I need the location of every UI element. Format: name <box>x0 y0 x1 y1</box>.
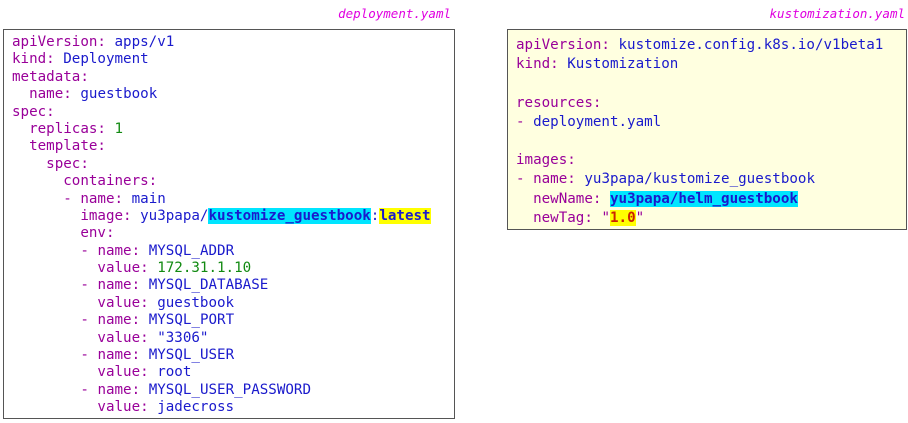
env-item-value-line: value: guestbook <box>12 295 454 312</box>
highlighted-image-name: kustomize_guestbook <box>208 207 371 224</box>
yaml-line-env: env: <box>12 225 454 242</box>
yaml-blank-line <box>516 74 906 93</box>
env-item-name-line: - name: MYSQL_DATABASE <box>80 277 269 294</box>
deployment-yaml-panel: apiVersion: apps/v1 kind: Deployment met… <box>3 29 455 419</box>
yaml-key: name: <box>80 190 124 207</box>
yaml-key: name: <box>97 277 141 294</box>
yaml-key: kind: <box>516 56 559 73</box>
yaml-key: template: <box>29 138 106 155</box>
yaml-line-images: images: <box>516 151 906 170</box>
yaml-line-image-name: - name: yu3papa/kustomize_guestbook <box>516 171 815 188</box>
env-item-value-line: value: 172.31.1.10 <box>12 260 454 277</box>
env-list: - name: MYSQL_ADDR value: 172.31.1.10 - … <box>12 243 454 417</box>
yaml-value: guestbook <box>80 86 158 103</box>
highlighted-new-tag: 1.0 <box>609 209 636 226</box>
yaml-key: newTag: <box>533 209 593 226</box>
yaml-value: yu3papa/kustomize_guestbook <box>584 171 815 188</box>
env-value: jadecross <box>157 399 235 416</box>
yaml-number: 1 <box>114 120 124 137</box>
yaml-line-kind: kind: Deployment <box>12 51 454 68</box>
env-item-value-line: value: jadecross <box>12 399 454 416</box>
yaml-key: replicas: <box>29 120 106 137</box>
quote-open: " <box>601 209 610 226</box>
yaml-key: env: <box>80 225 115 242</box>
yaml-value: kustomize.config.k8s.io/v1beta1 <box>618 37 884 53</box>
yaml-line-resource-item: - deployment.yaml <box>516 113 662 130</box>
yaml-value: Deployment <box>63 51 149 68</box>
yaml-value: apps/v1 <box>114 34 175 50</box>
env-item-value-line: value: root <box>12 364 454 381</box>
env-item-value-line: value: "3306" <box>12 330 454 347</box>
env-value: guestbook <box>157 294 235 311</box>
yaml-key: name: <box>533 171 576 188</box>
yaml-key: name: <box>97 242 141 259</box>
env-name: MYSQL_USER <box>148 347 235 364</box>
yaml-key: metadata: <box>12 68 89 85</box>
yaml-key: containers: <box>63 173 158 190</box>
yaml-key: value: <box>97 399 149 416</box>
yaml-line-apiversion: apiVersion: apps/v1 <box>12 34 454 51</box>
image-separator: : <box>370 207 380 224</box>
yaml-key: images: <box>516 152 576 169</box>
yaml-key: kind: <box>12 51 55 68</box>
yaml-key: resources: <box>516 94 602 111</box>
yaml-key: value: <box>97 364 149 381</box>
yaml-key: name: <box>97 312 141 329</box>
yaml-key: name: <box>29 86 72 103</box>
kustomization-filename-label: kustomization.yaml <box>769 6 905 21</box>
highlighted-new-name: yu3papa/helm_guestbook <box>609 190 798 207</box>
yaml-line-image: image: yu3papa/kustomize_guestbook:lates… <box>12 207 454 225</box>
env-item-name-line: - name: MYSQL_USER_PASSWORD <box>80 381 311 398</box>
yaml-line-name: name: guestbook <box>12 86 454 103</box>
env-item-name-line: - name: MYSQL_USER <box>80 347 235 364</box>
env-item-name-line: - name: MYSQL_ADDR <box>80 242 235 259</box>
yaml-line-container-name: - name: main <box>63 190 166 207</box>
env-value: "3306" <box>157 329 209 346</box>
yaml-line-spec: spec: <box>12 104 454 121</box>
yaml-value: Kustomization <box>567 56 679 73</box>
yaml-blank-line <box>516 132 906 151</box>
yaml-value: deployment.yaml <box>533 113 662 130</box>
env-name: MYSQL_PORT <box>148 312 235 329</box>
yaml-key: apiVersion: <box>12 34 106 50</box>
yaml-line-newtag: newTag: "1.0" <box>516 209 906 228</box>
yaml-line-newname: newName: yu3papa/helm_guestbook <box>516 190 906 209</box>
yaml-line-inner-spec: spec: <box>12 156 454 173</box>
highlighted-image-tag: latest <box>379 207 431 224</box>
yaml-key: value: <box>97 260 149 277</box>
env-name: MYSQL_USER_PASSWORD <box>148 381 311 398</box>
env-name: MYSQL_DATABASE <box>148 277 269 294</box>
kustomization-yaml-panel: apiVersion: kustomize.config.k8s.io/v1be… <box>507 29 907 230</box>
yaml-line-containers: containers: <box>12 173 454 190</box>
yaml-key: name: <box>97 347 141 364</box>
yaml-line-apiversion: apiVersion: kustomize.config.k8s.io/v1be… <box>516 36 906 55</box>
yaml-line-replicas: replicas: 1 <box>12 121 454 138</box>
yaml-key: value: <box>97 329 149 346</box>
yaml-line-metadata: metadata: <box>12 69 454 86</box>
deployment-filename-label: deployment.yaml <box>338 6 451 21</box>
env-value: root <box>157 364 192 381</box>
env-name: MYSQL_ADDR <box>148 242 235 259</box>
yaml-key: spec: <box>46 155 89 172</box>
yaml-value: main <box>131 190 166 207</box>
env-item-name-line: - name: MYSQL_PORT <box>80 312 235 329</box>
yaml-line-template: template: <box>12 138 454 155</box>
env-value: 172.31.1.10 <box>157 260 252 277</box>
yaml-key: newName: <box>533 190 602 207</box>
yaml-key: apiVersion: <box>516 37 610 53</box>
yaml-key: name: <box>97 381 141 398</box>
yaml-line-kind: kind: Kustomization <box>516 55 906 74</box>
image-repo: yu3papa/ <box>140 207 209 224</box>
quote-close: " <box>635 209 645 226</box>
yaml-line-resources: resources: <box>516 94 906 113</box>
yaml-key: spec: <box>12 103 55 120</box>
yaml-key: value: <box>97 294 149 311</box>
yaml-key: image: <box>80 207 132 224</box>
